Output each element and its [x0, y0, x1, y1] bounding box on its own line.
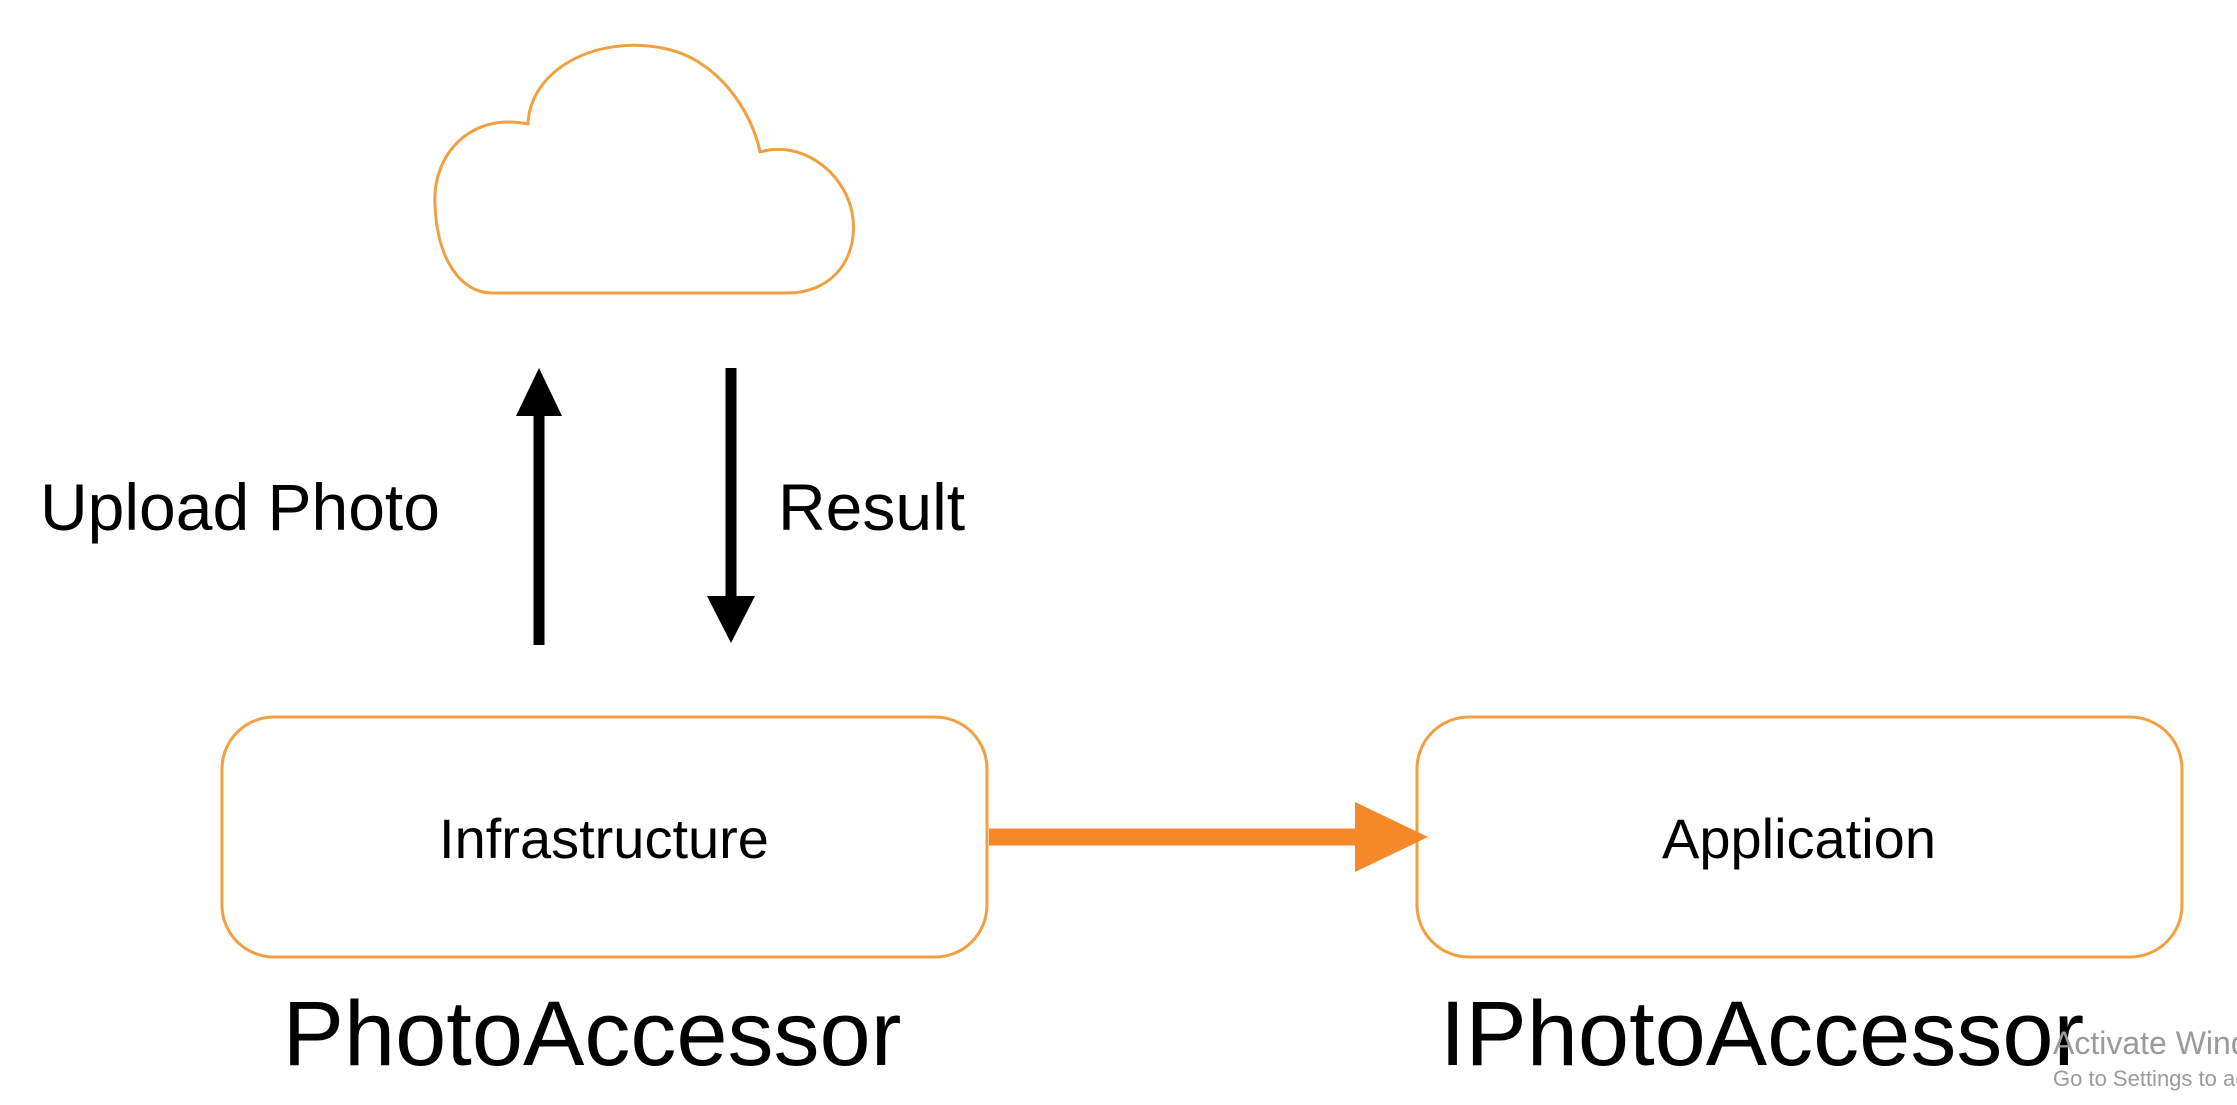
photo-accessor-caption: PhotoAccessor — [283, 983, 902, 1085]
result-label: Result — [778, 470, 965, 544]
watermark-title: Activate Wind — [2053, 1025, 2237, 1061]
dependency-arrow — [989, 802, 1428, 872]
infrastructure-box — [220, 715, 989, 959]
iphoto-accessor-caption: IPhotoAccessor — [1440, 983, 2084, 1085]
upload-arrow — [516, 368, 562, 645]
upload-photo-label: Upload Photo — [40, 470, 440, 544]
infrastructure-label: Infrastructure — [439, 807, 769, 870]
application-label: Application — [1662, 807, 1936, 870]
watermark-subtitle: Go to Settings to ac — [2053, 1066, 2237, 1091]
result-arrow — [707, 368, 755, 643]
cloud-icon — [433, 43, 855, 295]
